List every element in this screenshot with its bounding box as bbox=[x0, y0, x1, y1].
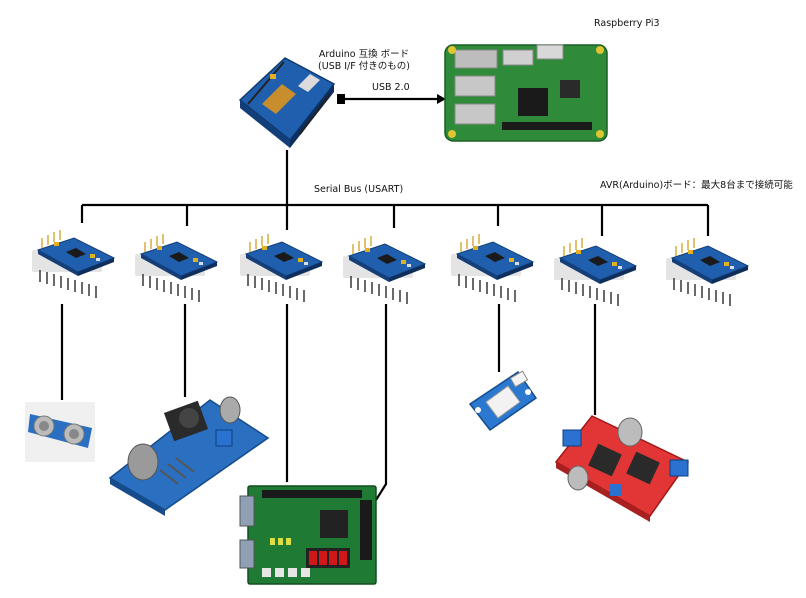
arduino-board-sublabel: (USB I/F 付きのもの) bbox=[318, 61, 410, 72]
slave-board-4 bbox=[342, 235, 426, 305]
arduino-board-label: Arduino 互換 ボード bbox=[318, 49, 410, 60]
slave-board-7 bbox=[665, 237, 749, 307]
avr-note-label: AVR(Arduino)ボード：最大8台まで接続可能 bbox=[600, 180, 793, 191]
raspberry-label: Raspberry Pi3 bbox=[594, 18, 660, 29]
slave-board-5 bbox=[450, 233, 534, 303]
raspberry-pi3-board bbox=[444, 44, 608, 142]
slave-board-3 bbox=[239, 233, 323, 303]
slave-board-1 bbox=[31, 229, 115, 299]
buck-boost-converter bbox=[554, 415, 690, 522]
dc-dc-converter bbox=[108, 396, 270, 516]
arduino-master-board bbox=[238, 57, 336, 148]
slave-board-6 bbox=[553, 237, 637, 307]
fpga-board bbox=[239, 485, 377, 585]
usb-cable bbox=[337, 94, 446, 104]
ultrasonic-sensor bbox=[25, 402, 95, 462]
grove-dht-sensor bbox=[468, 370, 538, 432]
slave-board-2 bbox=[134, 233, 218, 303]
bus-wires bbox=[60, 150, 710, 501]
usb-label: USB 2.0 bbox=[372, 82, 410, 93]
serial-bus-label: Serial Bus (USART) bbox=[314, 184, 404, 195]
